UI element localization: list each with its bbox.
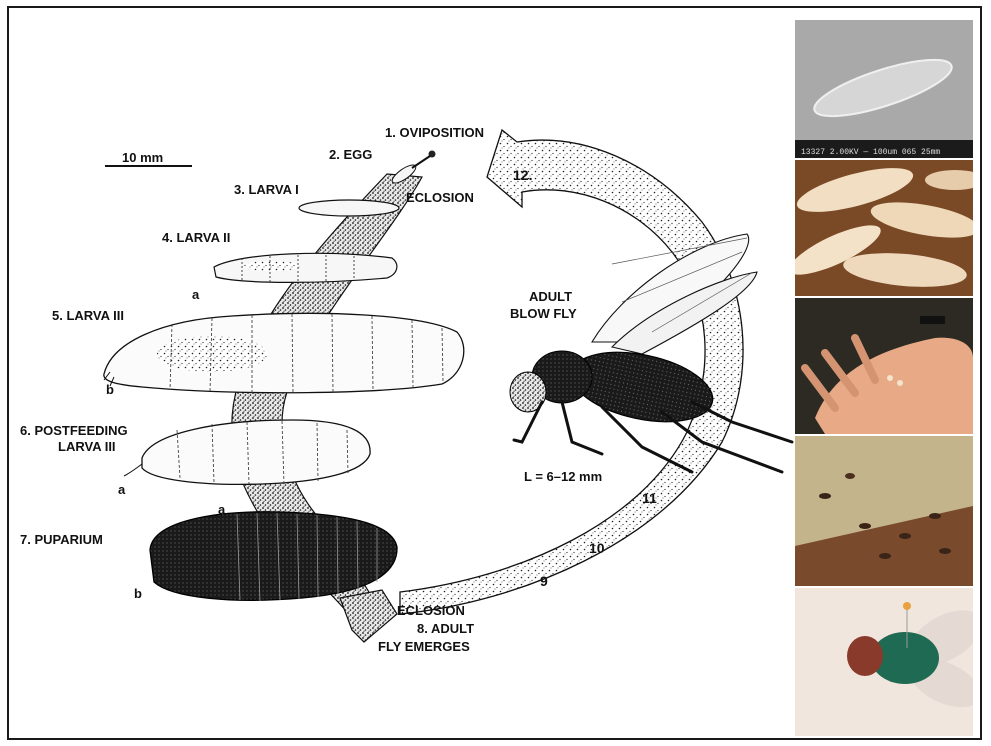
sem-caption: 13327 2.00KV — 100um 065 25mm bbox=[801, 148, 940, 157]
adult-label-line2: BLOW FLY bbox=[510, 306, 577, 321]
scale-bar: 10 mm bbox=[105, 150, 192, 166]
stage-1-label: 1. OVIPOSITION bbox=[385, 125, 484, 140]
eclosion-bottom-label: ECLOSION bbox=[397, 603, 465, 618]
part-label-a: a bbox=[118, 482, 126, 497]
adult-label-line1: ADULT bbox=[529, 289, 572, 304]
part-label-a: a bbox=[218, 502, 226, 517]
stage-6-label-line2: LARVA III bbox=[58, 439, 116, 454]
scale-bar-label: 10 mm bbox=[122, 150, 163, 165]
larva-3-illustration bbox=[104, 313, 464, 393]
adult-length-label: L = 6–12 mm bbox=[524, 469, 602, 484]
stage-8-label-line2: FLY EMERGES bbox=[378, 639, 470, 654]
larva-1-illustration bbox=[299, 200, 399, 216]
part-label-b: b bbox=[134, 586, 142, 601]
hand-with-larvae-photo bbox=[795, 298, 973, 434]
maggots-photo bbox=[795, 160, 973, 296]
stage-4-label: 4. LARVA II bbox=[162, 230, 230, 245]
stage-8-label-line1: 8. ADULT bbox=[417, 621, 474, 636]
stage-5-label: 5. LARVA III bbox=[52, 308, 124, 323]
eclosion-arrowhead bbox=[340, 590, 397, 642]
puparium-illustration bbox=[150, 512, 397, 601]
larva-2-illustration bbox=[214, 253, 397, 282]
figure-frame: 10 mm bbox=[7, 6, 982, 740]
day-number: 11 bbox=[642, 490, 657, 506]
day-number: 10 bbox=[589, 540, 605, 556]
stage-3-label: 3. LARVA I bbox=[234, 182, 299, 197]
adult-blow-fly-illustration bbox=[510, 234, 792, 472]
eclosion-top-label: ECLOSION bbox=[406, 190, 474, 205]
part-label-b: b bbox=[106, 382, 114, 397]
day-number: 9 bbox=[540, 573, 548, 589]
day-number: 12. bbox=[513, 167, 532, 183]
puparia-on-wood-photo bbox=[795, 436, 973, 586]
egg-sem-photo: 13327 2.00KV — 100um 065 25mm bbox=[795, 20, 973, 158]
stage-7-label: 7. PUPARIUM bbox=[20, 532, 103, 547]
part-label-a: a bbox=[192, 287, 200, 302]
stage-2-label: 2. EGG bbox=[329, 147, 372, 162]
green-blow-fly-photo bbox=[795, 588, 973, 736]
postfeeding-larva-illustration bbox=[124, 420, 370, 484]
stage-6-label-line1: 6. POSTFEEDING bbox=[20, 423, 128, 438]
